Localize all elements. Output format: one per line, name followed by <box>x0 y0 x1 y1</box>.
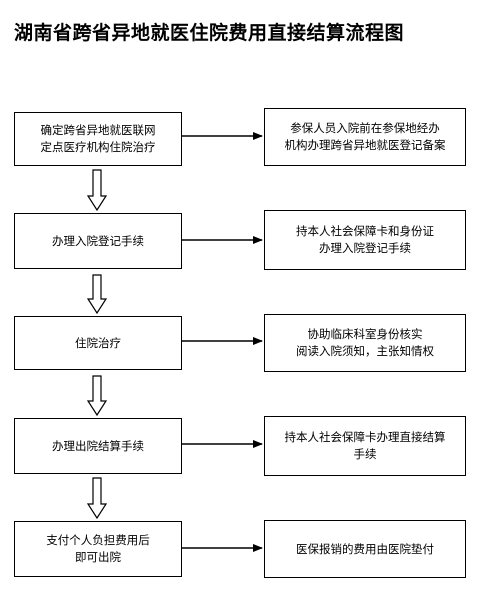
arrow-down-3 <box>86 375 108 417</box>
step-1-note: 参保人员入院前在参保地经办 机构办理跨省异地就医登记备案 <box>264 108 466 166</box>
step-5-note-text: 医保报销的费用由医院垫付 <box>296 541 434 556</box>
step-4-note-text: 持本人社会保障卡办理直接结算 手续 <box>284 430 446 461</box>
step-4-note: 持本人社会保障卡办理直接结算 手续 <box>264 416 466 476</box>
step-5-text: 支付个人负担费用后 即可出院 <box>46 533 150 564</box>
step-2-text: 办理入院登记手续 <box>52 233 144 248</box>
step-4-box: 办理出院结算手续 <box>14 418 182 474</box>
step-2-note: 持本人社会保障卡和身份证 办理入院登记手续 <box>264 210 466 270</box>
step-1-note-text: 参保人员入院前在参保地经办 机构办理跨省异地就医登记备案 <box>284 121 446 152</box>
step-1-box: 确定跨省异地就医联网 定点医疗机构住院治疗 <box>14 112 182 166</box>
step-3-text: 住院治疗 <box>75 335 121 350</box>
arrow-down-1 <box>86 169 108 212</box>
step-3-box: 住院治疗 <box>14 316 182 370</box>
step-1-text: 确定跨省异地就医联网 定点医疗机构住院治疗 <box>40 123 156 154</box>
step-2-note-text: 持本人社会保障卡和身份证 办理入院登记手续 <box>296 224 434 255</box>
diagram-title: 湖南省跨省异地就医住院费用直接结算流程图 <box>14 22 405 44</box>
step-2-box: 办理入院登记手续 <box>14 213 182 269</box>
step-3-note: 协助临床科室身份核实 阅读入院须知，主张知情权 <box>264 314 466 372</box>
step-4-text: 办理出院结算手续 <box>52 438 144 453</box>
step-3-note-text: 协助临床科室身份核实 阅读入院须知，主张知情权 <box>296 327 434 358</box>
arrow-down-4 <box>86 477 108 520</box>
step-5-box: 支付个人负担费用后 即可出院 <box>14 521 182 577</box>
step-5-note: 医保报销的费用由医院垫付 <box>264 520 466 578</box>
arrow-down-2 <box>86 274 108 315</box>
